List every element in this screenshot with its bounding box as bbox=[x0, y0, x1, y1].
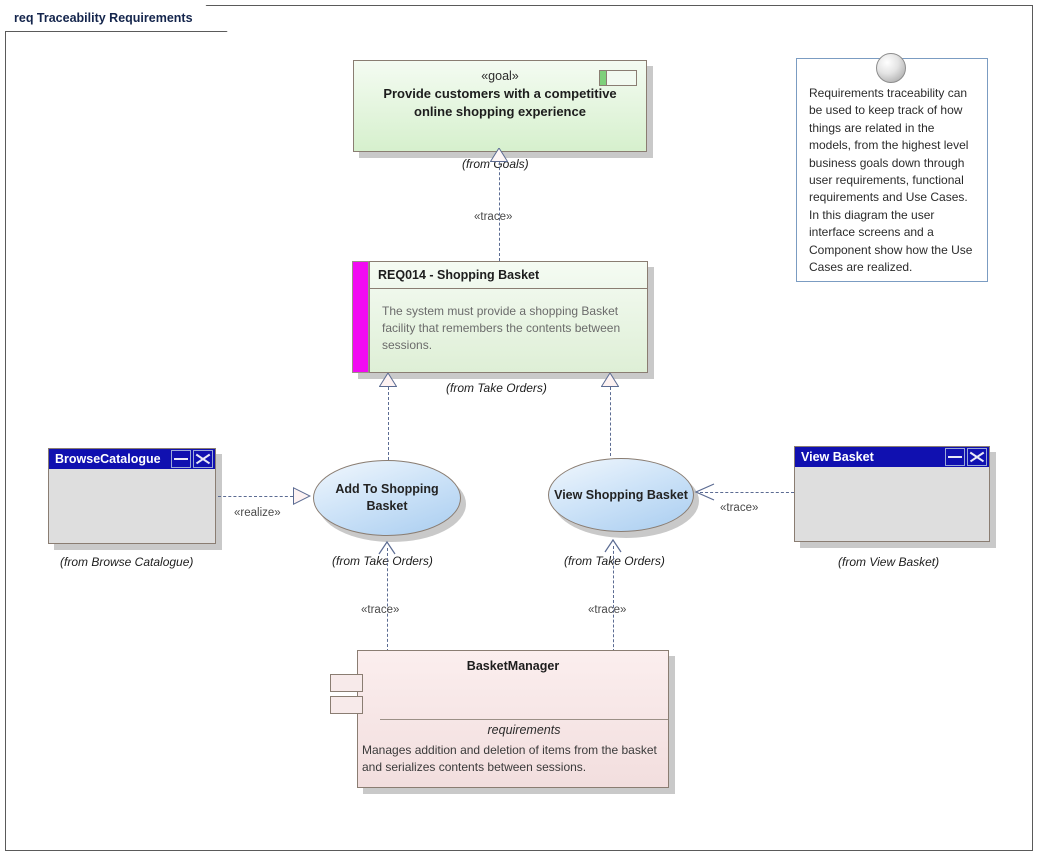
component-divider bbox=[380, 719, 668, 720]
browsecatalogue-titlebar: BrowseCatalogue bbox=[49, 449, 215, 469]
goal-name: Provide customers with a competitive onl… bbox=[383, 86, 617, 119]
connector-trace-viewbasket-line[interactable] bbox=[700, 492, 794, 493]
usecase-add-from-label: (from Take Orders) bbox=[332, 554, 433, 568]
close-icon[interactable] bbox=[193, 450, 213, 468]
minimize-icon[interactable] bbox=[945, 448, 965, 466]
connector-realize-addbasket-line[interactable] bbox=[388, 387, 389, 460]
connector-trace-viewbasket-arrowhead bbox=[694, 482, 716, 509]
usecase-add-to-shopping-basket[interactable]: Add To Shopping Basket bbox=[313, 460, 461, 536]
viewbasket-titlebar: View Basket bbox=[795, 447, 989, 467]
diagram-frame-label: req Traceability Requirements bbox=[5, 5, 228, 32]
connector-trace-add-component-arrowhead bbox=[377, 540, 397, 561]
note-pin-icon bbox=[876, 53, 906, 83]
close-icon[interactable] bbox=[967, 448, 987, 466]
viewbasket-title: View Basket bbox=[801, 450, 874, 464]
connector-trace-add-component-label: «trace» bbox=[361, 604, 400, 616]
viewbasket-from-label: (from View Basket) bbox=[838, 555, 940, 569]
requirement-description: The system must provide a shopping Baske… bbox=[382, 304, 621, 352]
note-box[interactable]: Requirements traceability can be used to… bbox=[796, 58, 988, 282]
browsecatalogue-from-label: (from Browse Catalogue) bbox=[60, 555, 194, 569]
connector-trace-add-component-line[interactable] bbox=[387, 548, 388, 652]
usecase-add-label: Add To Shopping Basket bbox=[335, 482, 439, 513]
connector-trace-viewbasket-label: «trace» bbox=[720, 502, 759, 514]
connector-realize-label: «realize» bbox=[234, 507, 281, 519]
component-port-top bbox=[330, 674, 363, 692]
component-port-bottom bbox=[330, 696, 363, 714]
connector-realize-arrowhead bbox=[293, 486, 312, 506]
component-requirements-text: Manages addition and deletion of items f… bbox=[362, 743, 657, 774]
realization-arrowhead-right bbox=[601, 373, 619, 387]
component-name: BasketManager bbox=[466, 659, 560, 673]
requirement-from-label: (from Take Orders) bbox=[446, 381, 547, 395]
connector-trace-view-component-arrowhead bbox=[603, 538, 623, 559]
requirement-header: REQ014 - Shopping Basket bbox=[370, 262, 647, 289]
requirement-icon bbox=[599, 70, 637, 86]
goal-from-label: (from Goals) bbox=[462, 157, 529, 171]
screen-viewbasket[interactable]: View Basket bbox=[794, 446, 990, 542]
component-basketmanager[interactable]: BasketManager requirements Manages addit… bbox=[357, 650, 669, 788]
requirement-node[interactable]: REQ014 - Shopping Basket The system must… bbox=[369, 261, 648, 373]
connector-trace-view-component-label: «trace» bbox=[588, 604, 627, 616]
connector-trace-goal-label: «trace» bbox=[474, 211, 513, 223]
connector-realize-line[interactable] bbox=[218, 496, 293, 497]
connector-realize-viewbasket-line[interactable] bbox=[610, 387, 611, 456]
requirement-color-bar bbox=[352, 261, 369, 373]
goal-stereotype: «goal» bbox=[481, 69, 519, 83]
connector-trace-view-component-line[interactable] bbox=[613, 546, 614, 652]
connector-trace-goal-line[interactable] bbox=[499, 152, 500, 261]
realization-arrowhead-left bbox=[379, 373, 397, 387]
browsecatalogue-title: BrowseCatalogue bbox=[55, 452, 161, 466]
minimize-icon[interactable] bbox=[171, 450, 191, 468]
usecase-view-label: View Shopping Basket bbox=[554, 487, 688, 502]
connector-trace-goal-arrowhead bbox=[490, 148, 508, 162]
note-text: Requirements traceability can be used to… bbox=[809, 86, 973, 275]
requirement-icon-bar bbox=[600, 71, 607, 85]
usecase-view-from-label: (from Take Orders) bbox=[564, 554, 665, 568]
goal-node[interactable]: «goal» Provide customers with a competit… bbox=[353, 60, 647, 152]
screen-browsecatalogue[interactable]: BrowseCatalogue bbox=[48, 448, 216, 544]
component-requirements-label: requirements bbox=[487, 723, 561, 737]
usecase-view-shopping-basket[interactable]: View Shopping Basket bbox=[548, 458, 694, 532]
